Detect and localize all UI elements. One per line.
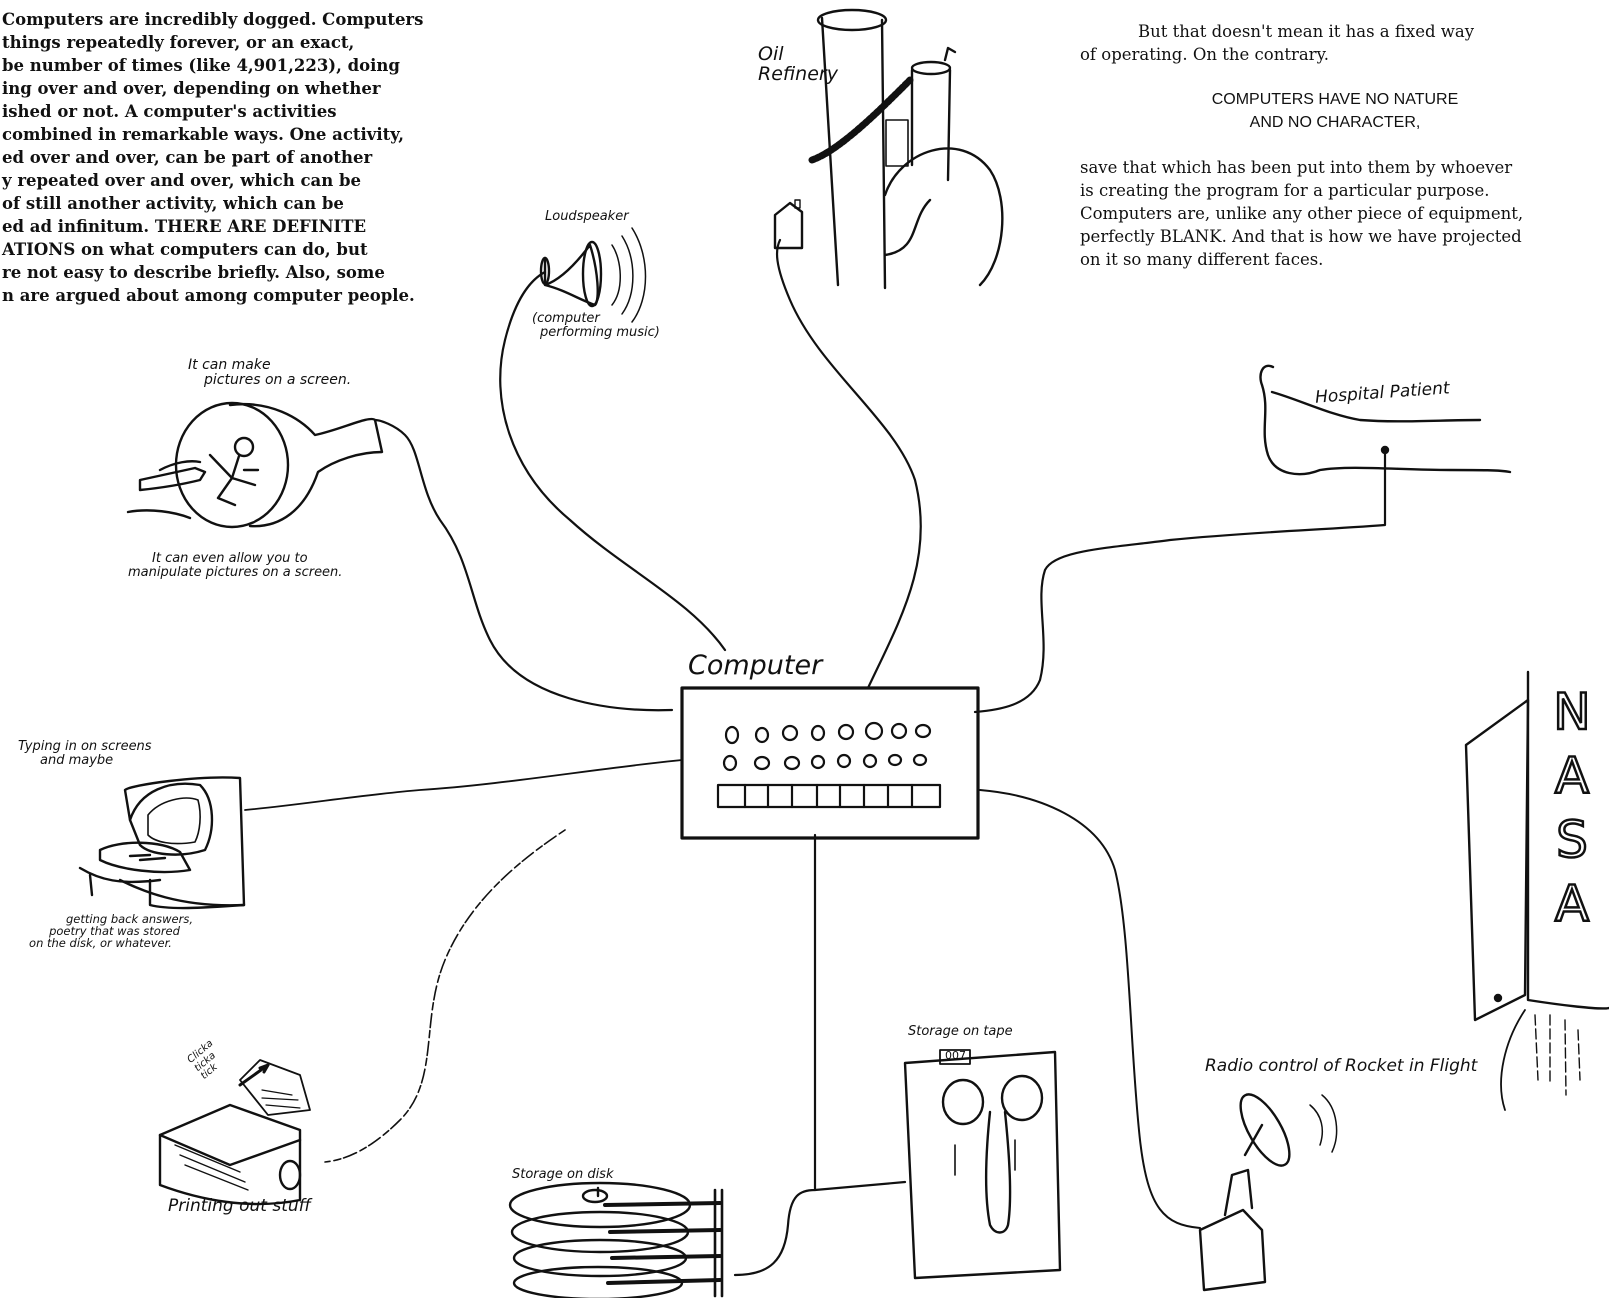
emphasis-line: COMPUTERS HAVE NO NATURE xyxy=(1211,91,1459,108)
drawing-screen xyxy=(126,401,384,529)
right-body-line: Computers are, unlike any other piece of… xyxy=(1080,204,1524,223)
oil-refinery xyxy=(773,8,1004,290)
connection-wires xyxy=(244,238,1387,1277)
right-body-line: perfectly BLANK. And that is how we have… xyxy=(1080,227,1522,246)
left-paragraph-line: y repeated over and over, which can be xyxy=(2,171,361,190)
tape-badge: 007 xyxy=(945,1049,966,1062)
nasa-letter: N xyxy=(1552,682,1592,743)
pictures-top-line: pictures on a screen. xyxy=(204,371,352,388)
right-paragraph-emphasis: COMPUTERS HAVE NO NATURE AND NO CHARACTE… xyxy=(1080,88,1590,134)
typing-bottom-line: poetry that was stored xyxy=(49,924,180,939)
printing-label: Printing out stuff xyxy=(168,1196,311,1216)
pictures-bottom-line: It can even allow you to xyxy=(152,551,308,566)
right-paragraph-body: save that which has been put into them b… xyxy=(1080,156,1523,271)
printer xyxy=(158,1059,311,1206)
pictures-label-bottom: It can even allow you to manipulate pict… xyxy=(128,552,342,579)
left-paragraph: Computers are incredibly dogged. Compute… xyxy=(2,8,423,307)
right-body-line: on it so many different faces. xyxy=(1080,250,1324,269)
nasa-rocket xyxy=(1464,670,1609,1111)
loudspeaker xyxy=(539,227,647,323)
wire-to-radio xyxy=(979,789,1201,1229)
wire-to-hospital xyxy=(973,450,1387,714)
left-paragraph-line: Computers are incredibly dogged. Compute… xyxy=(2,10,424,29)
typing-label-top: Typing in on screens and maybe xyxy=(18,740,152,767)
wire-to-screen xyxy=(373,418,674,712)
left-paragraph-line: of still another activity, which can be xyxy=(2,194,344,213)
wire-to-disk xyxy=(733,833,817,1277)
typing-top-line: and maybe xyxy=(40,752,114,768)
left-paragraph-line: things repeatedly forever, or an exact, xyxy=(2,33,355,52)
oil-refinery-label-line: Oil xyxy=(758,43,784,65)
wire-to-tape xyxy=(813,1180,907,1192)
typing-bottom-line: getting back answers, xyxy=(66,912,193,926)
right-intro-line: But that doesn't mean it has a fixed way xyxy=(1138,22,1475,41)
disk-label: Storage on disk xyxy=(512,1167,614,1182)
left-paragraph-line: ished or not. A computer's activities xyxy=(2,102,337,121)
computer-label: Computer xyxy=(688,650,823,681)
nasa-letter: A xyxy=(1554,746,1591,807)
typing-terminal xyxy=(78,776,246,910)
wire-to-loudspeaker xyxy=(499,270,727,652)
nasa-lettering: N A S A xyxy=(1542,680,1602,936)
nasa-letter: S xyxy=(1555,810,1589,871)
left-paragraph-line: ing over and over, depending on whether xyxy=(2,79,381,98)
right-body-line: is creating the program for a particular… xyxy=(1080,181,1490,200)
radio-label: Radio control of Rocket in Flight xyxy=(1205,1056,1478,1076)
nasa-letter: A xyxy=(1554,874,1591,935)
typing-top-line: Typing in on screens xyxy=(18,739,152,754)
left-paragraph-line: n are argued about among computer people… xyxy=(2,286,415,305)
tape-label: Storage on tape xyxy=(908,1024,1013,1039)
right-paragraph-intro: But that doesn't mean it has a fixed way… xyxy=(1080,20,1474,66)
right-intro-line: of operating. On the contrary. xyxy=(1080,45,1329,64)
typing-label-bottom: getting back answers, poetry that was st… xyxy=(8,913,193,949)
left-paragraph-line: re not easy to describe briefly. Also, s… xyxy=(2,263,385,282)
wire-to-refinery xyxy=(775,238,922,690)
emphasis-line: AND NO CHARACTER, xyxy=(1249,114,1421,131)
oil-refinery-label: Oil Refinery xyxy=(758,43,838,85)
wire-to-typing xyxy=(244,759,683,811)
oil-refinery-label-line: Refinery xyxy=(758,62,838,85)
typing-bottom-line: on the disk, or whatever. xyxy=(29,936,172,951)
loudspeaker-label: Loudspeaker xyxy=(545,209,629,224)
left-paragraph-line: ed ad infinitum. THERE ARE DEFINITE xyxy=(2,217,367,236)
disk-stack xyxy=(508,1181,724,1298)
music-note-line: performing music) xyxy=(540,324,660,340)
radio-dish xyxy=(1198,1093,1338,1292)
computer-box xyxy=(680,686,980,840)
music-note-line: (computer xyxy=(532,311,600,326)
pictures-label-top: It can make pictures on a screen. xyxy=(188,358,351,387)
music-note-label: (computer performing music) xyxy=(532,312,660,339)
left-paragraph-line: be number of times (like 4,901,223), doi… xyxy=(2,56,400,75)
left-paragraph-line: ATIONS on what computers can do, but xyxy=(2,240,368,259)
wire-to-printer xyxy=(324,829,566,1163)
left-paragraph-line: ed over and over, can be part of another xyxy=(2,148,373,167)
tape-drive xyxy=(903,1049,1062,1280)
pictures-top-line: It can make xyxy=(188,357,271,373)
pictures-bottom-line: manipulate pictures on a screen. xyxy=(128,564,343,580)
left-paragraph-line: combined in remarkable ways. One activit… xyxy=(2,125,405,144)
right-body-line: save that which has been put into them b… xyxy=(1080,158,1513,177)
hospital-patient-foot xyxy=(1259,364,1512,476)
